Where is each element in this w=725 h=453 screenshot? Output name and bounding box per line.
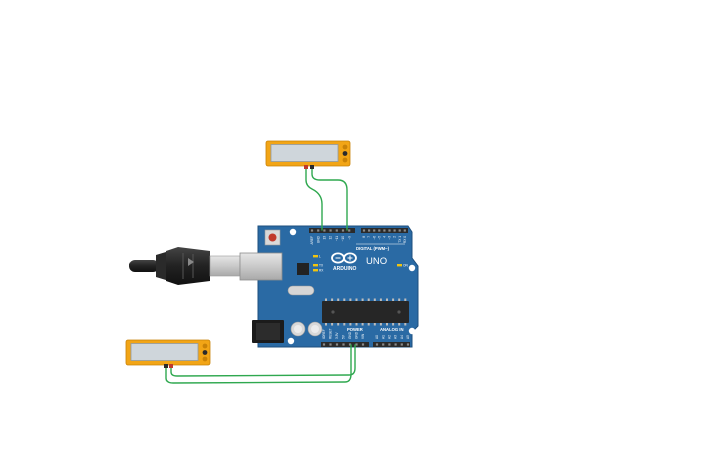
header-pin[interactable] <box>310 229 314 232</box>
power-header-label: POWER <box>347 327 363 332</box>
pin-label: A2 <box>388 335 392 339</box>
pin-label: ~10 <box>341 236 345 242</box>
pin-label: 13 <box>323 236 327 240</box>
usb-chip <box>297 263 309 275</box>
mounting-hole <box>408 264 416 272</box>
led-label-rx: RX <box>319 268 324 272</box>
analog-header[interactable] <box>373 342 410 347</box>
pin-label: IOREF <box>322 329 326 339</box>
header-pin[interactable] <box>394 343 397 346</box>
arduino-uno-board[interactable]: L TX RX ON ARDUINO UNO ARE <box>239 225 419 348</box>
mounting-hole <box>289 228 297 236</box>
pin-label: A5 <box>406 335 410 339</box>
pin-label: 3.3V <box>335 332 339 339</box>
crystal-oscillator <box>287 285 315 296</box>
pin-label: VIN <box>361 333 365 339</box>
led-label-on: ON <box>403 264 408 268</box>
header-pin[interactable] <box>383 229 386 232</box>
pin-label: 5V <box>342 334 346 339</box>
pin-label: GND <box>355 331 359 339</box>
uno-label: UNO <box>366 256 387 267</box>
mounting-hole <box>408 327 416 335</box>
header-pin[interactable] <box>406 343 410 346</box>
pin-label: GND <box>348 331 352 339</box>
header-pin[interactable] <box>329 229 332 232</box>
header-pin[interactable] <box>375 343 379 346</box>
header-pin[interactable] <box>403 229 406 232</box>
pin-label: A0 <box>375 335 379 339</box>
temperature-sensor-bottom[interactable] <box>125 339 211 368</box>
pin-label: AREF <box>310 236 314 245</box>
usb-cable[interactable] <box>129 247 241 285</box>
pin-label: ~5 <box>377 236 381 240</box>
wire-bottom-sensor-2[interactable] <box>170 344 356 377</box>
reset-button[interactable] <box>264 229 281 246</box>
brand-label: ARDUINO <box>333 266 356 272</box>
header-pin[interactable] <box>323 229 326 232</box>
header-pin[interactable] <box>368 229 371 232</box>
pin-label: ~11 <box>335 236 339 241</box>
power-jack[interactable] <box>252 320 284 343</box>
pin-label: A4 <box>400 335 404 339</box>
header-pin[interactable] <box>348 229 351 232</box>
header-pin[interactable] <box>342 343 345 346</box>
pin-label: A1 <box>381 335 385 339</box>
header-pin[interactable] <box>355 343 358 346</box>
capacitor <box>307 321 323 337</box>
usb-port[interactable] <box>239 252 283 281</box>
header-pin[interactable] <box>335 229 338 232</box>
header-pin[interactable] <box>400 343 403 346</box>
wire-bottom-sensor-1[interactable] <box>165 344 352 384</box>
power-header[interactable] <box>321 342 369 347</box>
header-pin[interactable] <box>329 343 332 346</box>
header-pin[interactable] <box>341 229 345 232</box>
pin-label: ~9 <box>347 236 351 240</box>
pin-label: 4 <box>383 236 387 238</box>
capacitor <box>290 321 306 337</box>
header-pin[interactable] <box>388 229 391 232</box>
header-pin[interactable] <box>348 343 352 346</box>
pin-label: TX 1 <box>398 236 402 243</box>
wires[interactable] <box>165 167 356 384</box>
wire-top-sensor-2[interactable] <box>311 167 348 231</box>
wire-top-sensor-1[interactable] <box>305 167 323 231</box>
header-pin[interactable] <box>388 343 391 346</box>
analog-header-label: ANALOG IN <box>380 327 404 332</box>
header-pin[interactable] <box>398 229 401 232</box>
atmega-chip <box>322 298 409 326</box>
mounting-hole <box>287 337 295 345</box>
pin-label: 8 <box>362 236 366 238</box>
temperature-sensor-top[interactable] <box>265 140 351 169</box>
pin-label: RESET <box>329 328 333 339</box>
header-pin[interactable] <box>361 343 365 346</box>
led-label-tx: TX <box>319 263 324 267</box>
status-leds: L TX RX ON <box>313 254 408 272</box>
header-pin[interactable] <box>373 229 376 232</box>
header-pin[interactable] <box>362 229 366 232</box>
header-pin[interactable] <box>378 229 381 232</box>
infinity-logo-icon <box>331 252 357 264</box>
digital-header[interactable] <box>309 228 408 233</box>
pin-label: 7 <box>367 236 371 238</box>
header-pin[interactable] <box>317 229 320 232</box>
led-label-l: L <box>319 254 321 258</box>
pin-label: ~6 <box>372 236 376 240</box>
header-pin[interactable] <box>382 343 385 346</box>
header-pin[interactable] <box>393 229 396 232</box>
pin-label: ~3 <box>388 236 392 240</box>
digital-header-label: DIGITAL (PWM~) <box>356 246 390 251</box>
header-pin[interactable] <box>335 343 339 346</box>
pin-label: 2 <box>393 236 397 238</box>
pin-label: GND <box>316 235 320 243</box>
header-pin[interactable] <box>322 343 326 346</box>
pin-label: A3 <box>394 335 398 339</box>
pin-label: RX 0 <box>403 236 407 243</box>
pin-label: 12 <box>329 236 333 240</box>
